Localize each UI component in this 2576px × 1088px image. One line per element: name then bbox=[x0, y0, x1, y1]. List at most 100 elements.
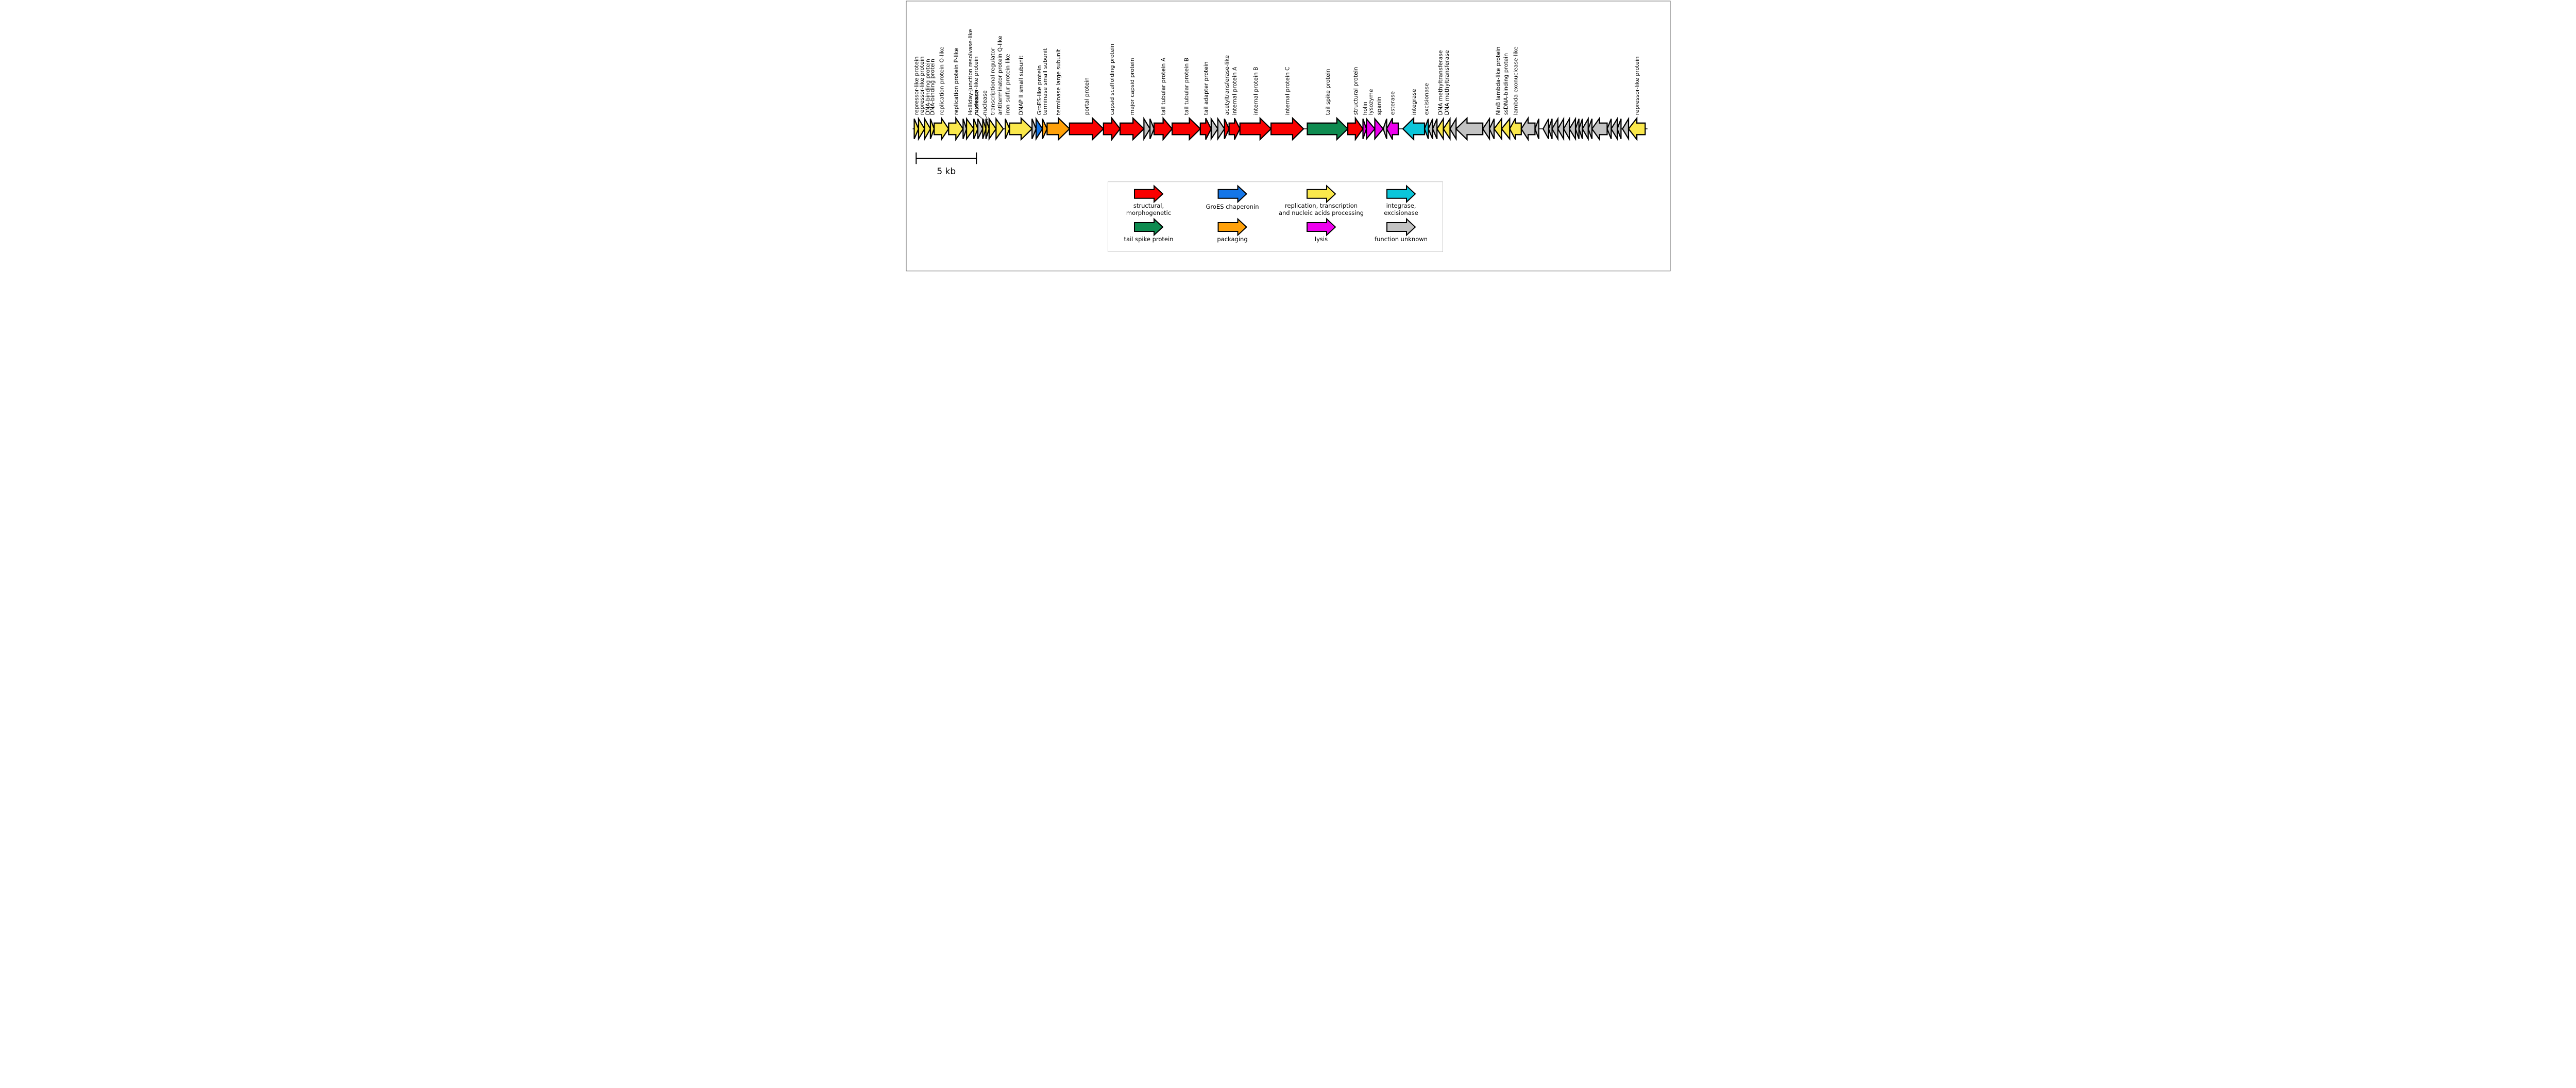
gene-arrow bbox=[1628, 116, 1646, 142]
gene-arrow bbox=[1069, 116, 1104, 141]
gene-arrow bbox=[947, 116, 964, 142]
gene-arrow bbox=[977, 119, 984, 139]
legend-arrow bbox=[1217, 185, 1247, 204]
legend bbox=[1107, 181, 1443, 252]
legend-label: structural, bbox=[1133, 202, 1163, 209]
gene-arrow bbox=[913, 119, 919, 139]
gene-arrow bbox=[1031, 119, 1037, 139]
gene-arrow bbox=[1591, 116, 1608, 142]
gene-arrow bbox=[929, 119, 935, 139]
gene-label: ssDNA-binding protein bbox=[1502, 53, 1509, 115]
gene-arrow bbox=[1041, 119, 1048, 139]
gene-arrow bbox=[1153, 116, 1173, 141]
legend-label: function unknown bbox=[1375, 236, 1428, 243]
figure-border bbox=[906, 1, 1670, 272]
gene-arrow bbox=[1224, 119, 1230, 139]
gene-arrow bbox=[1374, 117, 1384, 141]
legend-arrow bbox=[1386, 185, 1416, 204]
gene-arrow bbox=[1616, 119, 1622, 139]
gene-arrow bbox=[1004, 119, 1010, 139]
gene-arrow bbox=[981, 119, 987, 139]
gene-label: repressor-like protein bbox=[973, 56, 979, 115]
legend-arrow bbox=[1133, 185, 1163, 204]
gene-label: excisionase bbox=[1423, 83, 1430, 115]
gene-arrow bbox=[1103, 116, 1121, 142]
gene-label: capsid scaffolding protein bbox=[1108, 44, 1115, 115]
gene-label: DNAP II small subunit bbox=[1018, 56, 1024, 115]
gene-label: esterase bbox=[1389, 91, 1396, 115]
gene-arrow bbox=[1534, 119, 1539, 139]
gene-arrow bbox=[1509, 118, 1522, 140]
gene-label: replication protein O-like bbox=[938, 46, 945, 115]
gene-label: DNA-binding protein bbox=[924, 59, 931, 115]
gene-label-leader-line bbox=[976, 114, 985, 121]
gene-label: nuclease bbox=[981, 90, 988, 115]
gene-arrow bbox=[1520, 116, 1536, 142]
legend-label: excisionase bbox=[1384, 209, 1418, 216]
gene-label: NinB lambda-like protein bbox=[1495, 46, 1501, 115]
gene-label: transcriptional regulator bbox=[989, 47, 996, 115]
gene-arrow bbox=[1239, 116, 1272, 141]
gene-label: nuclease bbox=[973, 90, 980, 115]
legend-arrow bbox=[1306, 185, 1336, 204]
gene-arrow bbox=[918, 116, 925, 141]
gene-arrow bbox=[965, 117, 974, 141]
gene-label: integrase bbox=[1410, 89, 1417, 115]
gene-arrow bbox=[1455, 116, 1483, 141]
scale-bar: 5 kb bbox=[915, 152, 977, 177]
legend-arrow bbox=[1217, 217, 1247, 237]
gene-label: portal protein bbox=[1083, 77, 1090, 115]
gene-arrow bbox=[973, 119, 978, 139]
gene-label: major capsid protein bbox=[1129, 58, 1136, 115]
gene-arrow bbox=[1143, 116, 1150, 141]
gene-label: tail spike protein bbox=[1324, 69, 1331, 115]
gene-arrow bbox=[995, 117, 1004, 141]
gene-arrow bbox=[1009, 116, 1033, 141]
gene-label-leader-line bbox=[984, 114, 988, 121]
gene-label: tail adapter protein bbox=[1202, 61, 1209, 115]
gene-label: DNA-binding protein bbox=[929, 59, 936, 115]
gene-label: tail tubular protein A bbox=[1160, 57, 1166, 115]
gene-arrow bbox=[988, 116, 997, 141]
gene-label: holin bbox=[1361, 102, 1368, 115]
genome-map-svg: repressor-like protein repressor-like pro… bbox=[905, 0, 1671, 272]
gene-label: DNA methyltransferase bbox=[1443, 50, 1450, 115]
gene-arrow bbox=[1347, 116, 1364, 142]
gene-label: structural protein bbox=[1352, 67, 1359, 115]
gene-arrow bbox=[933, 116, 950, 142]
gene-label: DNA methyltransferase bbox=[1437, 50, 1444, 115]
gene-arrow bbox=[962, 119, 967, 139]
gene-arrow bbox=[1306, 116, 1349, 141]
gene-arrow bbox=[1119, 116, 1145, 141]
legend-label: replication, transcription bbox=[1284, 202, 1357, 209]
gene-label: acetyltransferase-like bbox=[1224, 55, 1230, 115]
gene-arrow bbox=[985, 119, 990, 139]
gene-arrow bbox=[1365, 117, 1376, 141]
legend-label: lysis bbox=[1314, 236, 1327, 243]
gene-arrow bbox=[1385, 118, 1399, 140]
gene-label: antiterminator protein Q-like bbox=[996, 36, 1003, 115]
gene-label: internal protein B bbox=[1252, 67, 1259, 115]
gene-label: repressor-like protein bbox=[1634, 56, 1640, 115]
gene-label: lambda exonuclease-like bbox=[1512, 46, 1519, 115]
gene-arrow bbox=[1171, 116, 1201, 141]
gene-arrow bbox=[1228, 118, 1241, 140]
gene-label: replication protein P-like bbox=[953, 48, 959, 115]
legend-label: and nucleic acids processing bbox=[1278, 209, 1363, 216]
gene-arrow bbox=[1362, 119, 1367, 139]
gene-arrow bbox=[1270, 116, 1304, 141]
gene-arrow bbox=[1199, 118, 1212, 140]
gene-label: repressor-like protein bbox=[918, 56, 925, 115]
legend-label: tail spike protein bbox=[1124, 236, 1173, 243]
gene-label: terminase small subunit bbox=[1041, 48, 1048, 115]
gene-label: Holliday-junction resolvase-like bbox=[967, 29, 974, 115]
gene-arrow bbox=[1149, 119, 1155, 139]
gene-label: lysozyme bbox=[1367, 89, 1374, 115]
legend-label: integrase, bbox=[1386, 202, 1416, 209]
gene-label: tail tubular protein B bbox=[1183, 58, 1190, 115]
gene-arrow bbox=[1046, 116, 1070, 141]
scale-bar-label: 5 kb bbox=[937, 166, 956, 177]
genome-map-figure: repressor-like protein repressor-like pro… bbox=[905, 0, 1671, 272]
gene-label: internal protein A bbox=[1231, 66, 1238, 115]
gene-label: terminase large subunit bbox=[1055, 49, 1062, 115]
